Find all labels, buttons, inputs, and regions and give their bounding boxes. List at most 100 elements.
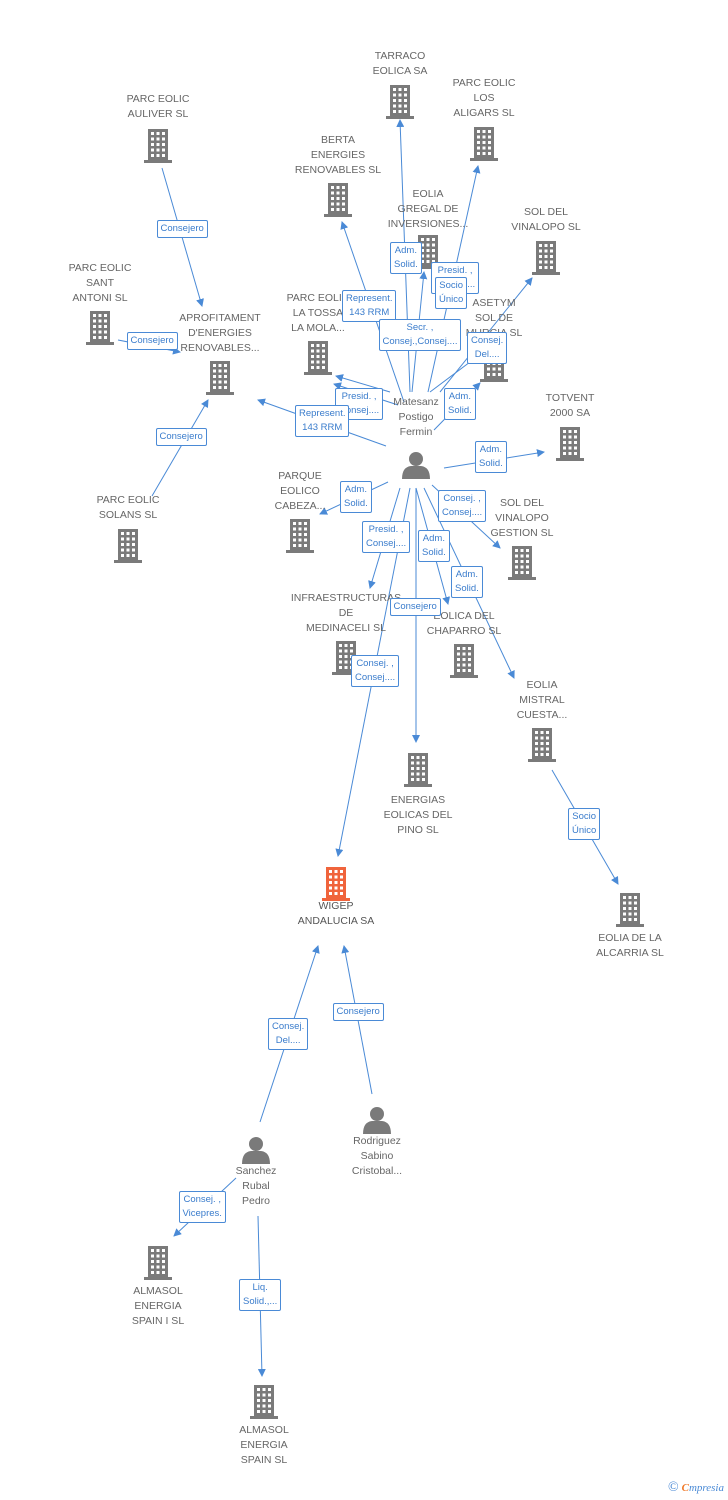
edge-label-line: Del....	[474, 349, 500, 360]
building-icon[interactable]	[86, 311, 114, 345]
edge-label[interactable]: Represent.143 RRM	[342, 290, 397, 322]
edge-label-line: Adm.	[455, 569, 478, 580]
node-label-line: Postigo	[398, 411, 434, 423]
node-label-line: PARC EOLIC	[68, 262, 132, 274]
brand-name: mpresia	[688, 1482, 724, 1494]
node-label-line: Fermin	[399, 426, 433, 438]
node-label-line: LOS	[473, 92, 495, 104]
edge-label-line: Consejero	[159, 431, 203, 442]
building-icon[interactable]	[556, 427, 584, 461]
building-icon[interactable]	[528, 728, 556, 762]
building-icon[interactable]	[206, 361, 234, 395]
building-icon[interactable]	[616, 893, 644, 927]
building-icon[interactable]	[304, 341, 332, 375]
edge-label[interactable]: Consej. ,Vicepres.	[178, 1191, 226, 1223]
edge-label[interactable]: Adm.Solid.	[451, 566, 483, 598]
edge-label[interactable]: Adm.Solid.	[340, 481, 372, 513]
edge-label-line: Consej. ,	[356, 658, 394, 669]
edge-label[interactable]: Consejero	[155, 428, 207, 446]
node-label-line: Sanchez	[235, 1165, 277, 1177]
node-label-line: INFRAESTRUCTURAS	[290, 592, 402, 604]
building-icon[interactable]	[286, 519, 314, 553]
edge-label[interactable]: Liq.Solid.,...	[239, 1279, 282, 1311]
edge-label[interactable]: Secr. ,Consej.,Consej....	[378, 319, 462, 351]
edge-label[interactable]: Represent.143 RRM	[295, 405, 350, 437]
edge-label-line: Consej.,Consej....	[382, 336, 458, 347]
node-label-line: RENOVABLES...	[180, 342, 260, 354]
edge-label-line: Solid.	[479, 458, 503, 469]
building-icon[interactable]	[470, 127, 498, 161]
edge-label[interactable]: Consejero	[126, 332, 178, 350]
focus-building-icon[interactable]	[322, 867, 350, 901]
edge-label[interactable]: Adm.Solid.	[475, 441, 507, 473]
building-icon[interactable]	[386, 85, 414, 119]
building-icon[interactable]	[508, 546, 536, 580]
node-label-line: 2000 SA	[549, 407, 591, 419]
person-icon[interactable]	[242, 1137, 270, 1164]
edge-label[interactable]: Adm.Solid.	[444, 388, 476, 420]
icons-layer	[86, 85, 644, 1419]
person-icon[interactable]	[402, 452, 430, 479]
building-icon[interactable]	[414, 235, 442, 269]
edge-label-line: Consej....	[442, 507, 483, 518]
node-label-line: ALCARRIA SL	[596, 947, 664, 959]
edge-label[interactable]: Consej. ,Consej....	[438, 490, 487, 522]
edge-label[interactable]: Presid. ,Consej....	[362, 521, 411, 553]
building-icon[interactable]	[450, 644, 478, 678]
edge-label-line: Solid.,...	[243, 1296, 278, 1307]
edge-label[interactable]: Consej. ,Consej....	[351, 655, 400, 687]
building-icon[interactable]	[324, 183, 352, 217]
edge-label[interactable]: Consej.Del....	[467, 332, 508, 364]
node-label-line: BERTA	[320, 134, 356, 146]
node-label-line: CUESTA...	[516, 709, 568, 721]
node-label-eolia-alcarria[interactable]: EOLIA DE LA ALCARRIA SL	[570, 931, 690, 961]
edge-label-line: Adm.	[394, 245, 417, 256]
edge-label-line: Consejero	[130, 335, 174, 346]
edge-label[interactable]: Adm.Solid.	[418, 530, 450, 562]
building-icon[interactable]	[250, 1385, 278, 1419]
node-label-line: EOLICA DEL	[433, 610, 495, 622]
edge-label-line: Adm.	[448, 391, 471, 402]
edge-label-line: Represent.	[299, 408, 346, 419]
node-label-line: EOLIA	[526, 679, 558, 691]
person-icon[interactable]	[363, 1107, 391, 1134]
building-icon[interactable]	[114, 529, 142, 563]
building-icon[interactable]	[144, 129, 172, 163]
edge-label-line: Del....	[275, 1035, 301, 1046]
edge-label[interactable]: Consejero	[332, 1003, 384, 1021]
building-icon[interactable]	[404, 753, 432, 787]
edge-label[interactable]: Consej.Del....	[268, 1018, 309, 1050]
edge-label-line: Consejero	[336, 1006, 380, 1017]
edge-label[interactable]: Consejero	[156, 220, 208, 238]
node-label-line: EOLIA DE LA	[598, 932, 662, 944]
edge-label[interactable]: Adm.Solid.	[390, 242, 422, 274]
building-icon[interactable]	[532, 241, 560, 275]
building-icon[interactable]	[144, 1246, 172, 1280]
edge-label[interactable]: Consejero	[389, 598, 441, 616]
